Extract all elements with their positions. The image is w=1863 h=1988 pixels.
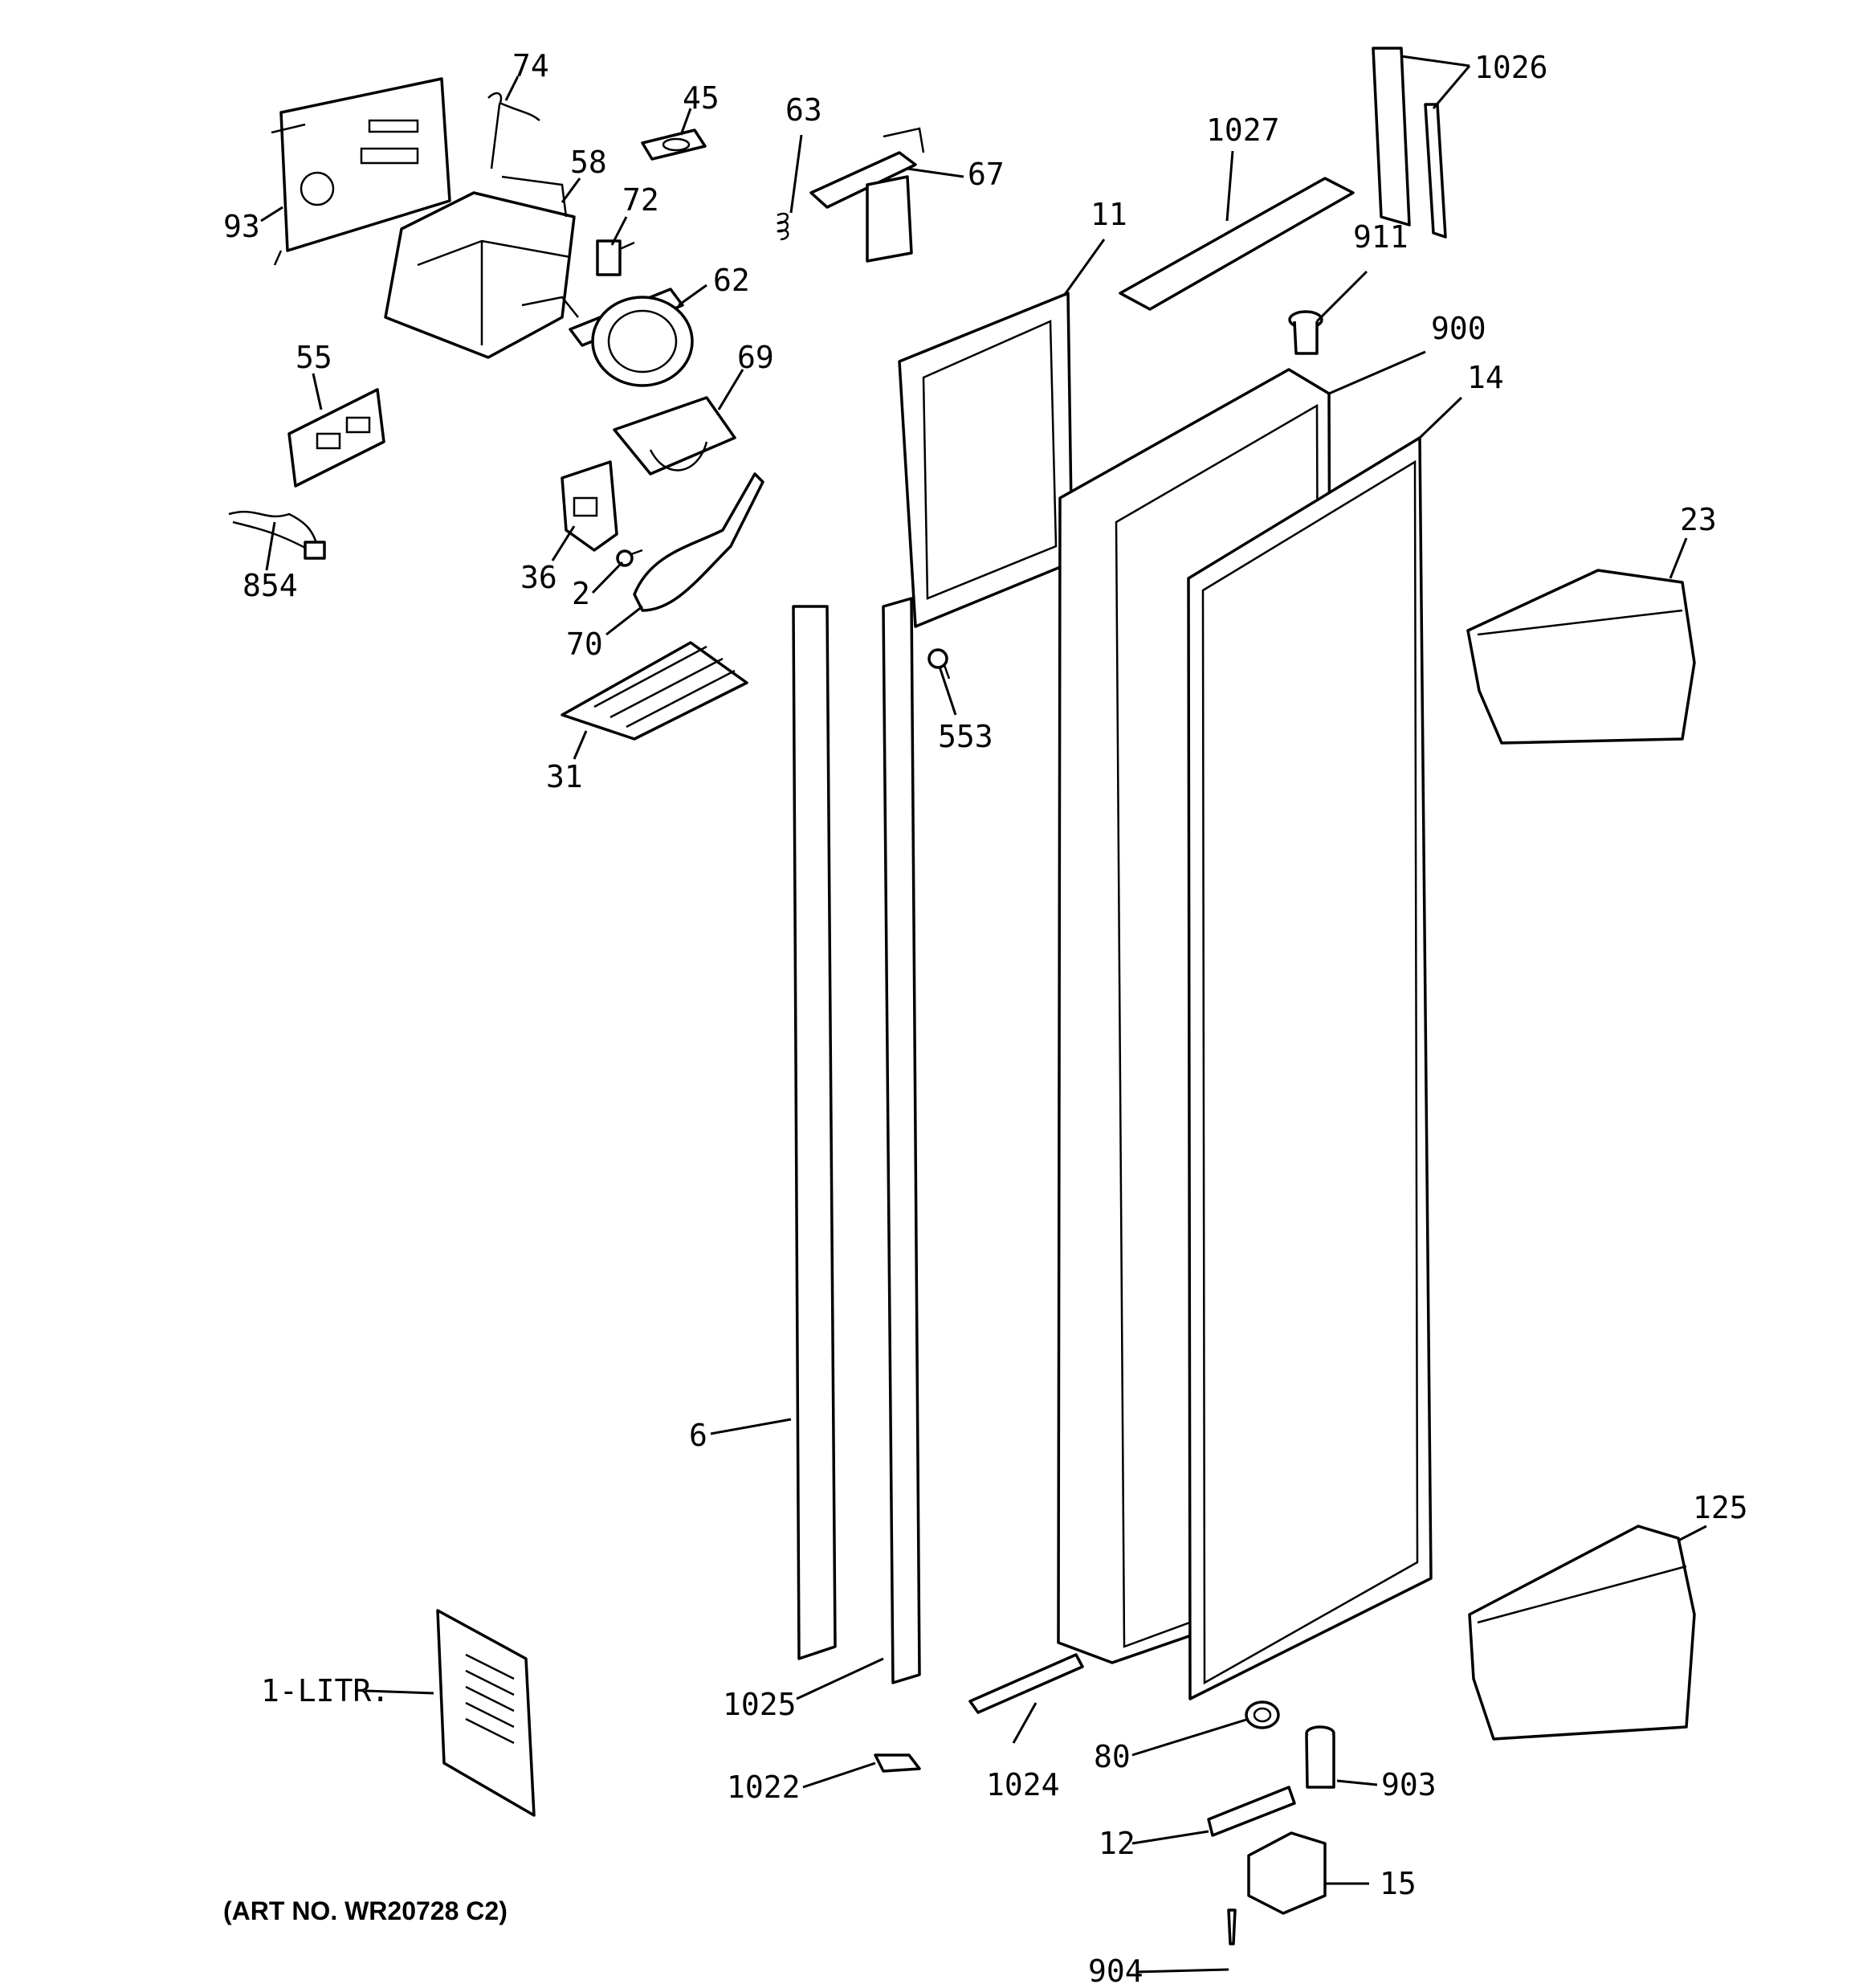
callout-1024: 1024 <box>986 1767 1060 1802</box>
part-55-board <box>287 388 385 488</box>
callout-63: 63 <box>785 92 822 128</box>
callout-70: 70 <box>566 627 603 662</box>
part-854-harness <box>228 510 326 560</box>
part-14-gasket <box>1187 436 1433 1700</box>
callout-69: 69 <box>737 340 774 375</box>
callout-67: 67 <box>968 157 1005 192</box>
part-23-bin <box>1466 569 1696 745</box>
part-72-switch <box>596 239 635 276</box>
callout-55: 55 <box>296 340 332 375</box>
leader-lines <box>260 55 1707 1974</box>
art-number: (ART NO. WR20728 C2) <box>223 1896 508 1925</box>
part-553-screw <box>927 648 951 680</box>
callout-553: 553 <box>938 719 993 754</box>
callout-1027: 1027 <box>1206 112 1280 148</box>
callout-80: 80 <box>1094 1739 1131 1774</box>
part-80-bushing <box>1245 1700 1280 1729</box>
callout-45: 45 <box>683 80 720 116</box>
callout-1-litr: 1-LITR. <box>261 1673 389 1708</box>
part-58-dispenser-housing <box>384 175 579 359</box>
part-literature-booklet <box>436 1609 536 1817</box>
callout-903: 903 <box>1381 1767 1437 1802</box>
callout-62: 62 <box>713 263 750 298</box>
callout-11: 11 <box>1090 197 1127 232</box>
part-67-lever <box>809 127 925 263</box>
callout-31: 31 <box>546 759 583 794</box>
part-69-chute <box>613 396 736 476</box>
callout-854: 854 <box>243 568 298 603</box>
part-15-hinge <box>1247 1831 1327 1915</box>
callout-904: 904 <box>1088 1953 1143 1988</box>
part-11-liner-frame <box>898 292 1074 628</box>
callout-2: 2 <box>572 576 590 611</box>
callout-6: 6 <box>689 1418 707 1453</box>
part-903-pin <box>1305 1725 1335 1789</box>
part-1022-clip <box>874 1753 921 1773</box>
callout-911: 911 <box>1353 219 1408 255</box>
part-36-bracket <box>561 460 618 552</box>
callout-1026: 1026 <box>1474 50 1548 85</box>
callout-23: 23 <box>1680 502 1717 537</box>
callout-15: 15 <box>1380 1866 1417 1901</box>
callout-1022: 1022 <box>727 1770 801 1805</box>
part-125-bin <box>1468 1525 1696 1741</box>
part-62-ring <box>569 288 694 387</box>
callout-58: 58 <box>570 145 607 180</box>
part-70-arm <box>633 472 764 612</box>
part-74-wire <box>487 92 540 169</box>
callout-72: 72 <box>622 182 659 218</box>
callout-1025: 1025 <box>723 1687 797 1722</box>
part-904-screw <box>1227 1908 1237 1945</box>
callout-125: 125 <box>1693 1490 1748 1525</box>
part-911-bushing <box>1288 310 1323 355</box>
part-1024-hinge-plate <box>968 1653 1084 1714</box>
callout-900: 900 <box>1431 311 1486 346</box>
callout-36: 36 <box>520 560 557 595</box>
part-45-bracket <box>641 129 707 161</box>
callout-12: 12 <box>1099 1826 1135 1861</box>
part-1026-channel <box>1372 47 1447 239</box>
part-63-spring <box>777 212 789 241</box>
part-31-grille <box>561 641 748 741</box>
part-1027-top-cap <box>1119 177 1355 311</box>
part-93-control-panel <box>271 77 451 266</box>
callout-labels: 74 45 63 67 1027 1026 93 58 72 62 11 911… <box>223 48 1748 1988</box>
callout-93: 93 <box>223 209 260 244</box>
part-12-plate <box>1207 1786 1296 1837</box>
callout-74: 74 <box>512 48 549 84</box>
callout-14: 14 <box>1467 360 1504 395</box>
part-6-trim-strip <box>792 605 837 1660</box>
part-1025-channel <box>882 597 921 1684</box>
